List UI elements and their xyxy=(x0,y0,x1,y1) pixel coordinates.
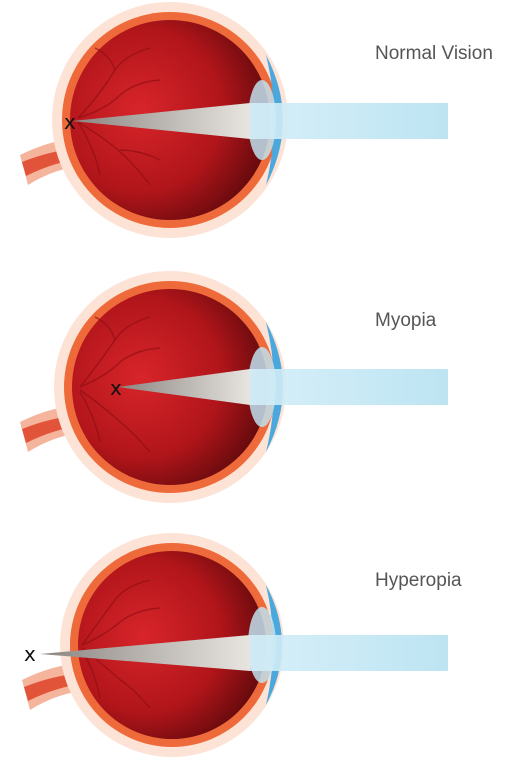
eye-illustration xyxy=(0,262,524,517)
light-beam xyxy=(250,103,448,139)
eye-illustration xyxy=(0,520,524,775)
light-beam xyxy=(250,635,448,671)
myopia-diagram: x Myopia xyxy=(0,262,524,517)
hyperopia-diagram: x Hyperopia xyxy=(0,520,524,775)
condition-label: Myopia xyxy=(375,310,436,332)
eye-illustration xyxy=(0,0,524,255)
light-beam xyxy=(250,369,448,405)
normal-vision-diagram: x Normal Vision xyxy=(0,0,524,255)
focus-point-marker: x xyxy=(64,112,76,132)
condition-label: Normal Vision xyxy=(375,43,493,65)
condition-label: Hyperopia xyxy=(375,570,462,592)
focus-point-marker: x xyxy=(24,644,36,664)
focus-point-marker: x xyxy=(110,378,122,398)
